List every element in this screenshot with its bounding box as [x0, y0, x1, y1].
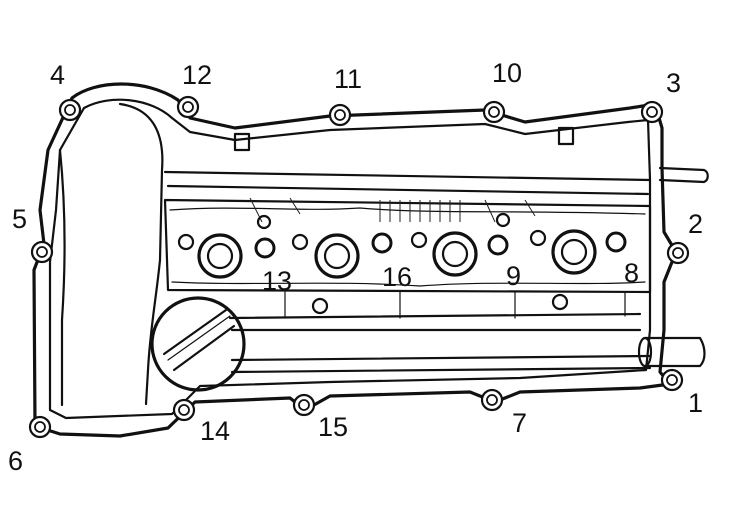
label-1: 1: [688, 388, 703, 418]
bolt-4: [58, 98, 82, 122]
fitting-hole: [311, 297, 329, 315]
label-8: 8: [624, 258, 639, 288]
bolt-labels: 1 2 3 4 5 6 7 8 9 10 11 12 13 14 15 16: [8, 58, 703, 476]
spark-plug-tube: [314, 233, 360, 279]
bolt-9: [487, 234, 509, 256]
bolt-11: [328, 103, 352, 127]
label-3: 3: [666, 68, 681, 98]
fitting-hole: [410, 231, 428, 249]
label-7: 7: [512, 408, 527, 438]
bolt-16: [371, 232, 393, 254]
fitting-hole: [495, 212, 511, 228]
bolt-2: [666, 241, 690, 265]
spark-plug-tube: [432, 231, 478, 277]
label-4: 4: [50, 60, 65, 90]
spark-plug-tube: [197, 233, 243, 279]
label-11: 11: [334, 64, 362, 94]
label-16: 16: [382, 262, 412, 292]
bolt-14: [172, 398, 196, 422]
bolt-12: [176, 95, 200, 119]
bolt-10: [482, 100, 506, 124]
label-5: 5: [12, 204, 27, 234]
fitting-hole: [256, 214, 272, 230]
bolt-1: [660, 368, 684, 392]
label-14: 14: [200, 416, 230, 446]
label-15: 15: [318, 412, 348, 442]
fitting-hole: [177, 233, 195, 251]
oil-filler-cap: [150, 296, 246, 392]
bolt-6: [28, 415, 52, 439]
label-2: 2: [688, 209, 703, 239]
spark-plug-tube: [551, 229, 597, 275]
label-10: 10: [492, 58, 522, 88]
bolt-15: [292, 393, 316, 417]
fitting-hole: [291, 233, 309, 251]
valve-cover-outline: [32, 82, 709, 438]
label-6: 6: [8, 446, 23, 476]
bolt-8: [605, 231, 627, 253]
bolt-5: [30, 240, 54, 264]
fitting-hole: [551, 293, 569, 311]
label-9: 9: [506, 261, 521, 291]
bolt-13: [254, 237, 276, 259]
fitting-hole: [529, 229, 547, 247]
bolt-7: [480, 388, 504, 412]
fastener-square: [233, 132, 251, 152]
label-13: 13: [262, 266, 292, 296]
fastener-square: [557, 126, 575, 146]
bolt-3: [640, 100, 664, 124]
label-12: 12: [182, 60, 212, 90]
